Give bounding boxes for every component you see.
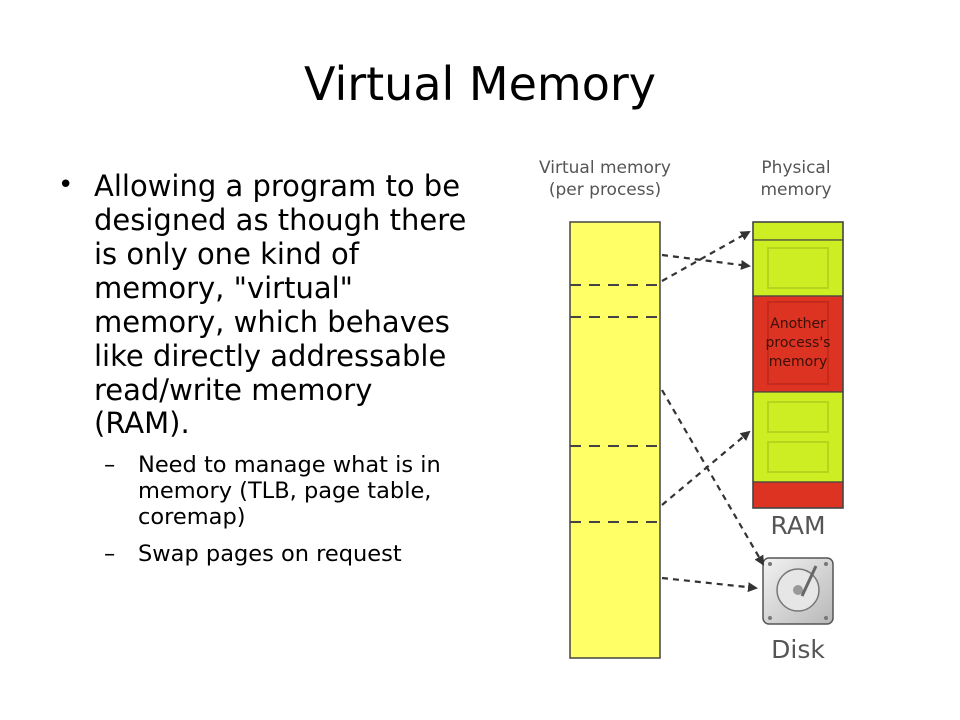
sub-bullet-marker: –: [104, 452, 116, 479]
sub-bullet-marker: –: [104, 541, 116, 568]
main-bullet-text: Allowing a program to be designed as tho…: [94, 169, 467, 441]
other-process-label: Another: [770, 316, 826, 332]
sub-bullet: – Swap pages on request: [104, 541, 468, 568]
virtual-memory-column: [569, 221, 661, 659]
physical-memory-column: [752, 221, 844, 509]
slide-title: Virtual Memory: [303, 57, 656, 111]
physical-memory-sublabel: memory: [760, 180, 831, 200]
disk-label: Disk: [771, 635, 825, 664]
bullet-list: • Allowing a program to be designed as t…: [58, 169, 468, 580]
sub-bullet-text: Swap pages on request: [138, 541, 402, 568]
other-process-label: memory: [769, 354, 828, 370]
virtual-memory-diagram: Virtual memory (per process) Physical me…: [530, 150, 860, 670]
physical-memory-label: Physical: [761, 158, 830, 178]
sub-bullet-text: Need to manage what is in memory (TLB, p…: [138, 452, 441, 530]
virtual-memory-label: Virtual memory: [539, 158, 671, 178]
virtual-memory-sublabel: (per process): [549, 180, 661, 200]
sub-bullet-list: – Need to manage what is in memory (TLB,…: [58, 453, 468, 568]
bullet-marker: •: [58, 170, 74, 200]
page-mapping-arrows: [661, 231, 765, 593]
disk-icon: [762, 557, 834, 625]
main-bullet: • Allowing a program to be designed as t…: [58, 169, 468, 441]
other-process-label: process's: [766, 335, 831, 351]
ram-label: RAM: [770, 511, 825, 540]
sub-bullet: – Need to manage what is in memory (TLB,…: [104, 453, 468, 530]
